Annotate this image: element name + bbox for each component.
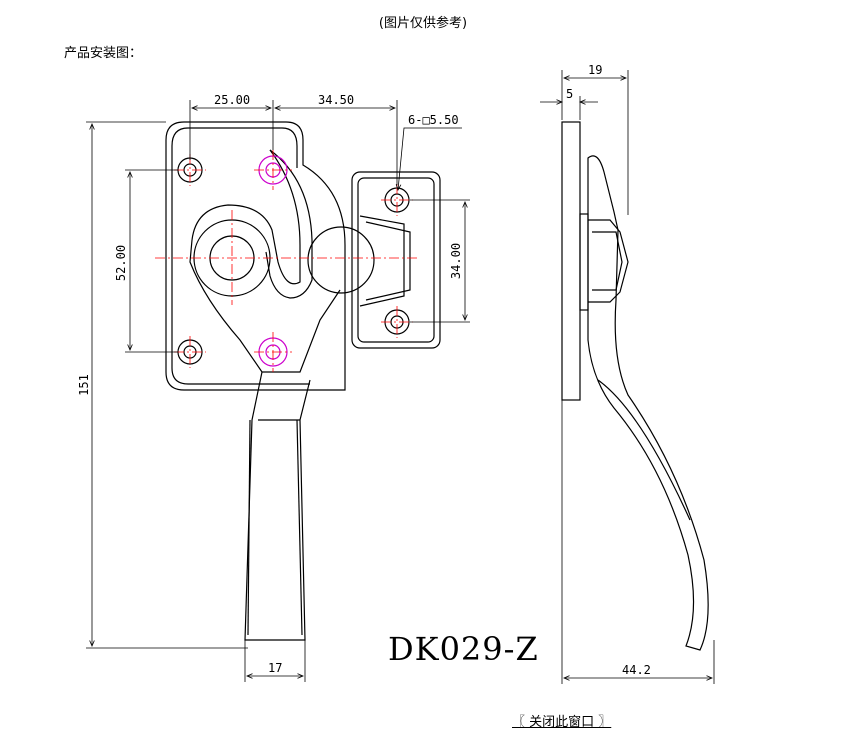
side-dimensions (540, 70, 715, 684)
keeper-plate (351, 171, 441, 349)
base-plate (165, 121, 346, 391)
dim-151: 151 (77, 374, 91, 396)
front-view (165, 121, 441, 641)
front-dimensions (86, 100, 470, 682)
model-number: DK029-Z (388, 630, 539, 668)
dim-19: 19 (588, 63, 602, 77)
side-handle (587, 155, 709, 651)
intro-label: 产品安装图： (64, 46, 143, 61)
dim-25: 25.00 (214, 93, 250, 107)
page-caption: (图片仅供参考) (378, 16, 468, 31)
ball-pivot (307, 226, 375, 294)
dim-17: 17 (268, 661, 282, 675)
dim-holes: 6-□5.50 (408, 113, 459, 127)
dim-34-5: 34.50 (318, 93, 354, 107)
cam-body (191, 149, 301, 285)
center-lines (155, 150, 420, 372)
dim-52: 52.00 (114, 245, 128, 281)
close-window-link[interactable]: 〖 关闭此窗口 〗 (512, 715, 612, 730)
dim-44-2: 44.2 (622, 663, 651, 677)
dim-34: 34.00 (449, 243, 463, 279)
handle (244, 371, 311, 641)
side-view (561, 121, 709, 651)
side-plate (561, 121, 581, 401)
dim-5: 5 (566, 87, 573, 101)
